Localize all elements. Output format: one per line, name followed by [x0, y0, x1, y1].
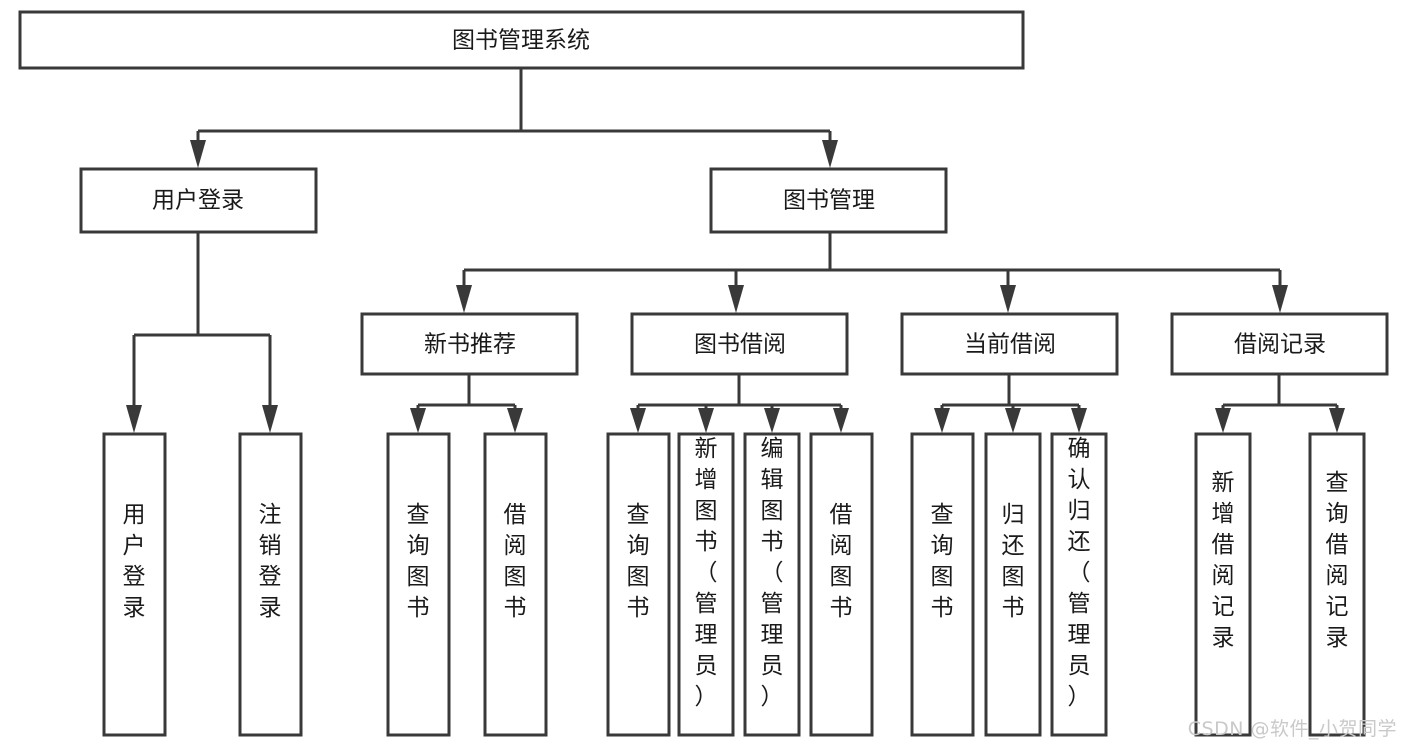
arrow-head-leaf-add-book	[698, 408, 714, 433]
node-leaf-add-record-box[interactable]	[1194, 432, 1252, 737]
arrow-head-leaf-edit-book	[764, 408, 780, 433]
arrow-head-leaf-return-book	[1005, 408, 1021, 433]
node-leaf-edit-book-label: 编辑图书（管理员）	[761, 436, 784, 710]
node-new-book-rec-label: 新书推荐	[424, 332, 516, 358]
node-leaf-add-book-label: 新增图书（管理员）	[695, 436, 718, 710]
node-leaf-borrow-book-2[interactable]: 借阅图书	[809, 432, 874, 737]
node-user-login-label: 用户登录	[152, 188, 244, 214]
node-leaf-add-book[interactable]: 新增图书（管理员）	[677, 432, 735, 737]
node-book-manage-box[interactable]	[709, 167, 948, 234]
arrow-head-leaf-query-book-1	[410, 408, 426, 433]
node-current-borrow-box[interactable]	[900, 312, 1119, 376]
node-leaf-user-logout-box[interactable]	[238, 432, 303, 737]
connector-layer	[126, 68, 1345, 433]
node-leaf-borrow-book-2-label: 借阅图书	[830, 502, 853, 621]
node-user-login-box[interactable]	[79, 167, 318, 234]
node-borrow-record[interactable]: 借阅记录	[1170, 312, 1389, 376]
node-book-borrow-box[interactable]	[630, 312, 849, 376]
arrow-head-new-book-rec	[456, 285, 472, 313]
node-leaf-query-book-1-box[interactable]	[386, 432, 451, 737]
node-root-box[interactable]	[18, 10, 1025, 70]
arrow-head-leaf-borrow-book-2	[833, 408, 849, 433]
arrow-head-leaf-user-login	[126, 405, 142, 433]
node-leaf-add-record[interactable]: 新增借阅记录	[1194, 432, 1252, 737]
node-leaf-add-book-box[interactable]	[677, 432, 735, 737]
node-book-manage-label: 图书管理	[783, 188, 875, 214]
node-book-borrow-label: 图书借阅	[694, 332, 786, 358]
node-leaf-query-book-3-label: 查询图书	[931, 502, 954, 621]
node-new-book-rec-box[interactable]	[360, 312, 579, 376]
arrow-head-leaf-query-record	[1329, 408, 1345, 433]
arrow-head-leaf-user-logout	[262, 405, 278, 433]
arrow-head-leaf-confirm-return	[1071, 408, 1087, 433]
node-leaf-user-logout[interactable]: 注销登录	[238, 432, 303, 737]
node-leaf-borrow-book-1-box[interactable]	[483, 432, 548, 737]
arrow-head-book-borrow	[728, 285, 744, 313]
arrow-head-leaf-add-record	[1215, 408, 1231, 433]
node-leaf-edit-book-box[interactable]	[743, 432, 801, 737]
node-leaf-query-book-2-box[interactable]	[606, 432, 671, 737]
node-leaf-borrow-book-2-box[interactable]	[809, 432, 874, 737]
node-root-label: 图书管理系统	[452, 28, 590, 54]
node-leaf-query-book-1[interactable]: 查询图书	[386, 432, 451, 737]
arrow-head-user-login	[190, 140, 206, 168]
node-leaf-query-book-2-label: 查询图书	[627, 502, 650, 621]
node-leaf-return-book-label: 归还图书	[1002, 502, 1025, 621]
node-new-book-rec[interactable]: 新书推荐	[360, 312, 579, 376]
node-leaf-query-record-label: 查询借阅记录	[1326, 470, 1349, 651]
node-leaf-user-logout-label: 注销登录	[259, 502, 282, 621]
node-leaf-user-login[interactable]: 用户登录	[102, 432, 167, 737]
node-current-borrow-label: 当前借阅	[964, 332, 1056, 358]
node-book-manage[interactable]: 图书管理	[709, 167, 948, 234]
node-leaf-return-book-box[interactable]	[984, 432, 1042, 737]
node-book-borrow[interactable]: 图书借阅	[630, 312, 849, 376]
node-leaf-confirm-return-label: 确认归还（管理员）	[1068, 436, 1091, 710]
node-leaf-query-record[interactable]: 查询借阅记录	[1308, 432, 1366, 737]
node-leaf-user-login-label: 用户登录	[123, 502, 146, 621]
node-leaf-confirm-return[interactable]: 确认归还（管理员）	[1050, 432, 1108, 737]
node-leaf-query-book-1-label: 查询图书	[407, 502, 430, 621]
arrow-head-borrow-record	[1272, 285, 1288, 313]
node-user-login[interactable]: 用户登录	[79, 167, 318, 234]
node-leaf-add-record-label: 新增借阅记录	[1212, 470, 1235, 651]
arrow-head-leaf-query-book-3	[934, 408, 950, 433]
node-leaf-query-book-2[interactable]: 查询图书	[606, 432, 671, 737]
node-leaf-user-login-box[interactable]	[102, 432, 167, 737]
node-leaf-confirm-return-box[interactable]	[1050, 432, 1108, 737]
arrow-head-book-manage	[822, 140, 838, 168]
node-current-borrow[interactable]: 当前借阅	[900, 312, 1119, 376]
node-borrow-record-label: 借阅记录	[1234, 332, 1326, 358]
arrow-head-leaf-query-book-2	[630, 408, 646, 433]
node-leaf-query-book-3-box[interactable]	[910, 432, 975, 737]
node-root[interactable]: 图书管理系统	[18, 10, 1025, 70]
node-leaf-borrow-book-1-label: 借阅图书	[504, 502, 527, 621]
node-leaf-return-book[interactable]: 归还图书	[984, 432, 1042, 737]
node-leaf-query-book-3[interactable]: 查询图书	[910, 432, 975, 737]
node-leaf-borrow-book-1[interactable]: 借阅图书	[483, 432, 548, 737]
arrow-head-current-borrow	[1000, 285, 1016, 313]
arrow-head-leaf-borrow-book-1	[507, 408, 523, 433]
node-leaf-query-record-box[interactable]	[1308, 432, 1366, 737]
csdn-watermark: CSDN @软件_小贺同学	[1187, 718, 1397, 740]
node-leaf-edit-book[interactable]: 编辑图书（管理员）	[743, 432, 801, 737]
node-borrow-record-box[interactable]	[1170, 312, 1389, 376]
